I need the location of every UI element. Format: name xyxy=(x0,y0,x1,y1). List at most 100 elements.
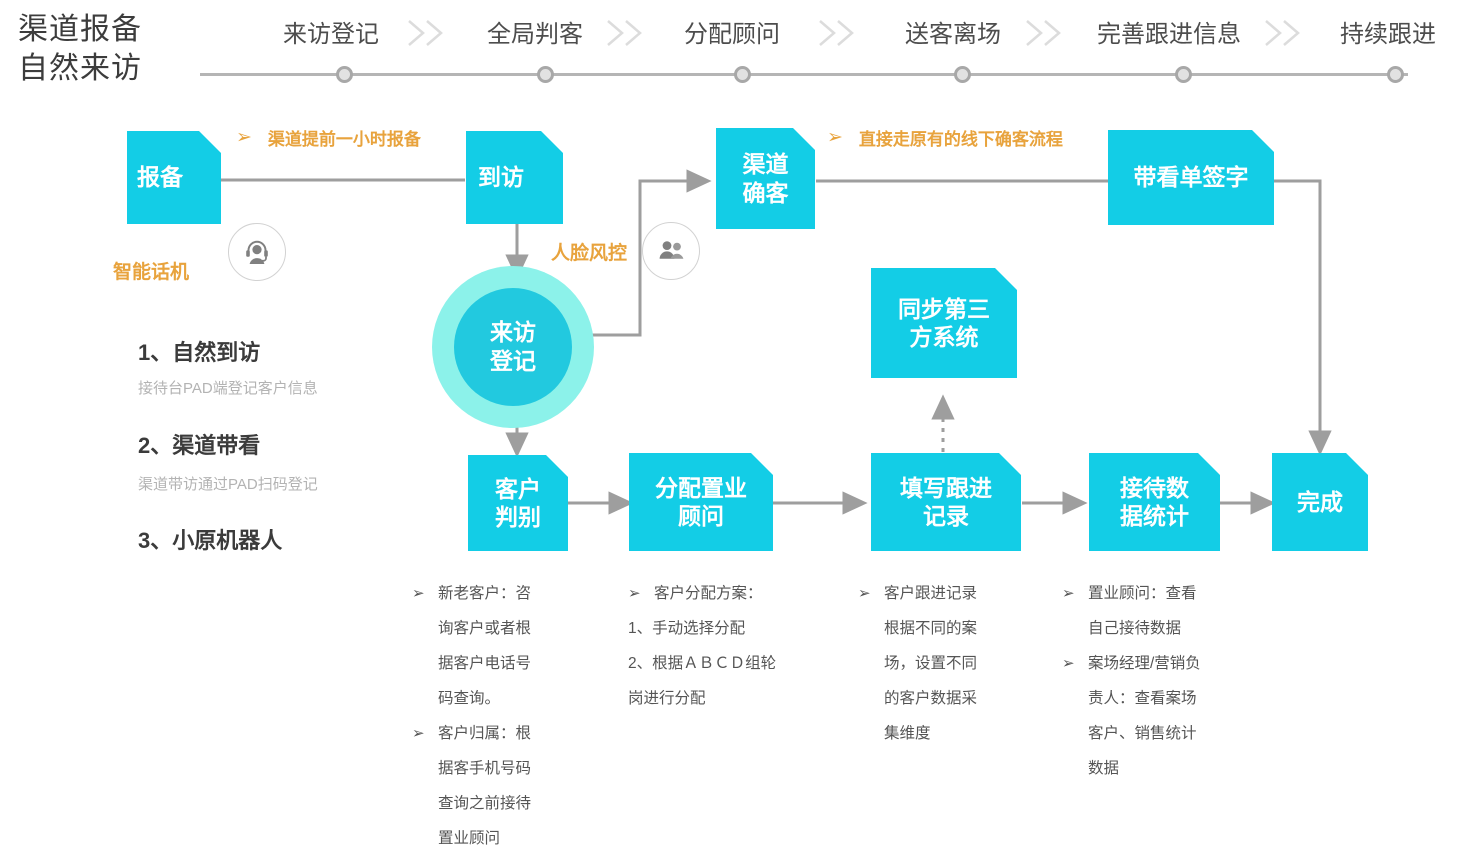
note-line: 自己接待数据 xyxy=(1088,620,1182,637)
flow-box-daofang[interactable]: 到访 xyxy=(466,131,563,224)
note-line: 2、根据ＡＢＣＤ组轮 xyxy=(628,655,777,672)
flow-box-fenpei[interactable]: 分配置业 顾问 xyxy=(629,453,773,551)
timeline-step-4[interactable]: 完善跟进信息 xyxy=(1097,21,1241,48)
page-title-line-2: 自然来访 xyxy=(18,52,142,85)
flow-box-wancheng[interactable]: 完成 xyxy=(1272,453,1368,551)
page-title-line-1: 渠道报备 xyxy=(18,13,142,46)
timeline-step-2[interactable]: 分配顾问 xyxy=(684,21,780,48)
note-item: ➢ 案场经理/营销负 责人：查看案场 客户、销售统计 数据 xyxy=(1062,646,1277,786)
note-line: 码查询。 xyxy=(438,690,501,707)
annotation-queke-text: 直接走原有的线下确客流程 xyxy=(858,130,1063,149)
note-line: 的客户数据采 xyxy=(884,690,978,707)
bullet-arrow-icon: ➢ xyxy=(858,585,871,602)
note-body: 客户归属：根 据客手机号码 查询之前接待 置业顾问 xyxy=(438,716,607,856)
flow-box-jiedai[interactable]: 接待数 据统计 xyxy=(1089,453,1220,551)
label-smart-phone: 智能话机 xyxy=(113,262,190,283)
bullet-arrow-icon: ➢ xyxy=(1062,655,1075,672)
flow-box-qudaoqueke-line-2: 确客 xyxy=(742,179,789,206)
flow-box-wancheng-label: 完成 xyxy=(1297,488,1343,515)
note-line: 根据不同的案 xyxy=(884,620,978,637)
flow-box-tianxie-line-2: 记录 xyxy=(923,503,969,529)
flow-box-kehupanbie-line-2: 判别 xyxy=(495,504,541,530)
flow-box-daikanqian-label: 带看单签字 xyxy=(1133,164,1249,191)
notes-tianxie: ➢ 客户跟进记录 根据不同的案 场，设置不同 的客户数据采 集维度 xyxy=(858,576,1053,751)
left-list-item-0-title: 1、自然到访 xyxy=(138,340,261,365)
note-line: 1、手动选择分配 xyxy=(628,620,746,637)
timeline-dot-5[interactable] xyxy=(1387,66,1404,83)
flow-box-qudaoqueke-line-1: 渠道 xyxy=(742,151,789,178)
flow-node-laifangdengji-core: 来访 登记 xyxy=(454,288,572,406)
left-list-item-2-title: 3、小原机器人 xyxy=(138,528,283,553)
timeline-dot-2[interactable] xyxy=(734,66,751,83)
flow-box-baobei[interactable]: 报备 xyxy=(127,131,221,224)
note-line: 岗进行分配 xyxy=(628,690,706,707)
double-chevron-right-icon xyxy=(408,20,443,46)
notes-fenpei: ➢ 客户分配方案： 1、手动选择分配 2、根据ＡＢＣＤ组轮 岗进行分配 xyxy=(628,576,838,716)
note-line: 场，设置不同 xyxy=(884,655,978,672)
flow-box-fenpei-line-1: 分配置业 xyxy=(655,474,747,501)
note-item: ➢ 置业顾问：查看 自己接待数据 xyxy=(1062,576,1277,646)
note-line: 客户、销售统计 xyxy=(1088,725,1197,742)
note-line: 客户归属：根 xyxy=(438,725,532,742)
note-line: 新老客户：咨 xyxy=(438,585,532,602)
left-list-item-1-sub: 渠道带访通过PAD扫码登记 xyxy=(138,476,318,493)
note-body: 案场经理/营销负 责人：查看案场 客户、销售统计 数据 xyxy=(1088,646,1277,786)
flow-node-laifangdengji-line-1: 来访 xyxy=(490,319,536,346)
bullet-arrow-icon: ➢ xyxy=(412,725,425,742)
notes-kehupanbie: ➢ 新老客户：咨 询客户或者根 据客户电话号 码查询。 ➢ 客户归属：根 据客手… xyxy=(412,576,607,856)
timeline-dot-3[interactable] xyxy=(954,66,971,83)
flow-box-daikanqian[interactable]: 带看单签字 xyxy=(1108,130,1274,225)
annotation-baobei: ➢ 渠道提前一小时报备 xyxy=(236,125,421,150)
flow-box-fenpei-line-2: 顾问 xyxy=(678,503,724,529)
bullet-arrow-icon: ➢ xyxy=(1062,585,1075,602)
note-line: 客户分配方案： xyxy=(654,585,763,602)
note-body: 新老客户：咨 询客户或者根 据客户电话号 码查询。 xyxy=(438,576,607,716)
timeline-dot-0[interactable] xyxy=(336,66,353,83)
note-item: ➢ 客户跟进记录 根据不同的案 场，设置不同 的客户数据采 集维度 xyxy=(858,576,1053,751)
bullet-arrow-icon: ➢ xyxy=(412,585,425,602)
notes-jiedai: ➢ 置业顾问：查看 自己接待数据 ➢ 案场经理/营销负 责人：查看案场 客户、销… xyxy=(1062,576,1277,786)
page-title: 渠道报备 自然来访 xyxy=(18,10,218,88)
process-timeline: 来访登记 全局判客 分配顾问 送客离场 完善跟进信息 持续跟进 xyxy=(0,0,1458,100)
bullet-arrow-icon: ➢ xyxy=(236,127,252,148)
double-chevron-right-icon xyxy=(607,20,642,46)
note-line: 集维度 xyxy=(884,725,931,742)
flow-box-tongbu-line-1: 同步第三 xyxy=(898,295,990,322)
timeline-dot-1[interactable] xyxy=(537,66,554,83)
note-line: 置业顾问：查看 xyxy=(1088,585,1197,602)
flow-node-laifangdengji[interactable]: 来访 登记 xyxy=(432,266,594,428)
flow-box-tianxie[interactable]: 填写跟进 记录 xyxy=(871,453,1021,551)
annotation-queke: ➢ 直接走原有的线下确客流程 xyxy=(827,125,1063,150)
note-body: 客户跟进记录 根据不同的案 场，设置不同 的客户数据采 集维度 xyxy=(884,576,1053,751)
note-line: 询客户或者根 xyxy=(438,620,532,637)
left-list-item-1-title: 2、渠道带看 xyxy=(138,433,261,458)
timeline-dot-4[interactable] xyxy=(1175,66,1192,83)
flow-node-laifangdengji-line-2: 登记 xyxy=(490,348,536,374)
label-face-risk-control: 人脸风控 xyxy=(551,243,628,264)
flow-box-qudaoqueke[interactable]: 渠道 确客 xyxy=(716,128,815,229)
flow-box-tongbu-line-2: 方系统 xyxy=(909,324,979,350)
note-line: 置业顾问 xyxy=(438,830,501,847)
double-chevron-right-icon xyxy=(1265,20,1300,46)
timeline-step-0[interactable]: 来访登记 xyxy=(283,21,379,48)
bullet-arrow-icon: ➢ xyxy=(827,127,843,148)
annotation-baobei-text: 渠道提前一小时报备 xyxy=(267,130,421,149)
bullet-arrow-icon: ➢ xyxy=(628,585,641,602)
timeline-step-3[interactable]: 送客离场 xyxy=(905,21,1001,48)
flow-box-kehupanbie[interactable]: 客户 判别 xyxy=(468,455,568,551)
flow-box-jiedai-line-1: 接待数 xyxy=(1120,474,1189,501)
flow-box-baobei-label: 报备 xyxy=(137,164,183,191)
timeline-step-5[interactable]: 持续跟进 xyxy=(1340,21,1436,48)
note-line: 案场经理/营销负 xyxy=(1088,655,1201,672)
flow-box-tongbu[interactable]: 同步第三 方系统 xyxy=(871,268,1017,378)
flow-box-kehupanbie-line-1: 客户 xyxy=(495,475,541,502)
note-line: 据客户电话号 xyxy=(438,655,532,672)
note-item: ➢ 客户分配方案： xyxy=(628,576,838,611)
timeline-step-1[interactable]: 全局判客 xyxy=(487,21,583,48)
flow-box-jiedai-line-2: 据统计 xyxy=(1120,503,1189,529)
two-people-icon xyxy=(642,222,700,280)
note-body: 置业顾问：查看 自己接待数据 xyxy=(1088,576,1277,646)
double-chevron-right-icon xyxy=(819,20,854,46)
note-item: ➢ 客户归属：根 据客手机号码 查询之前接待 置业顾问 xyxy=(412,716,607,856)
double-chevron-right-icon xyxy=(1026,20,1061,46)
